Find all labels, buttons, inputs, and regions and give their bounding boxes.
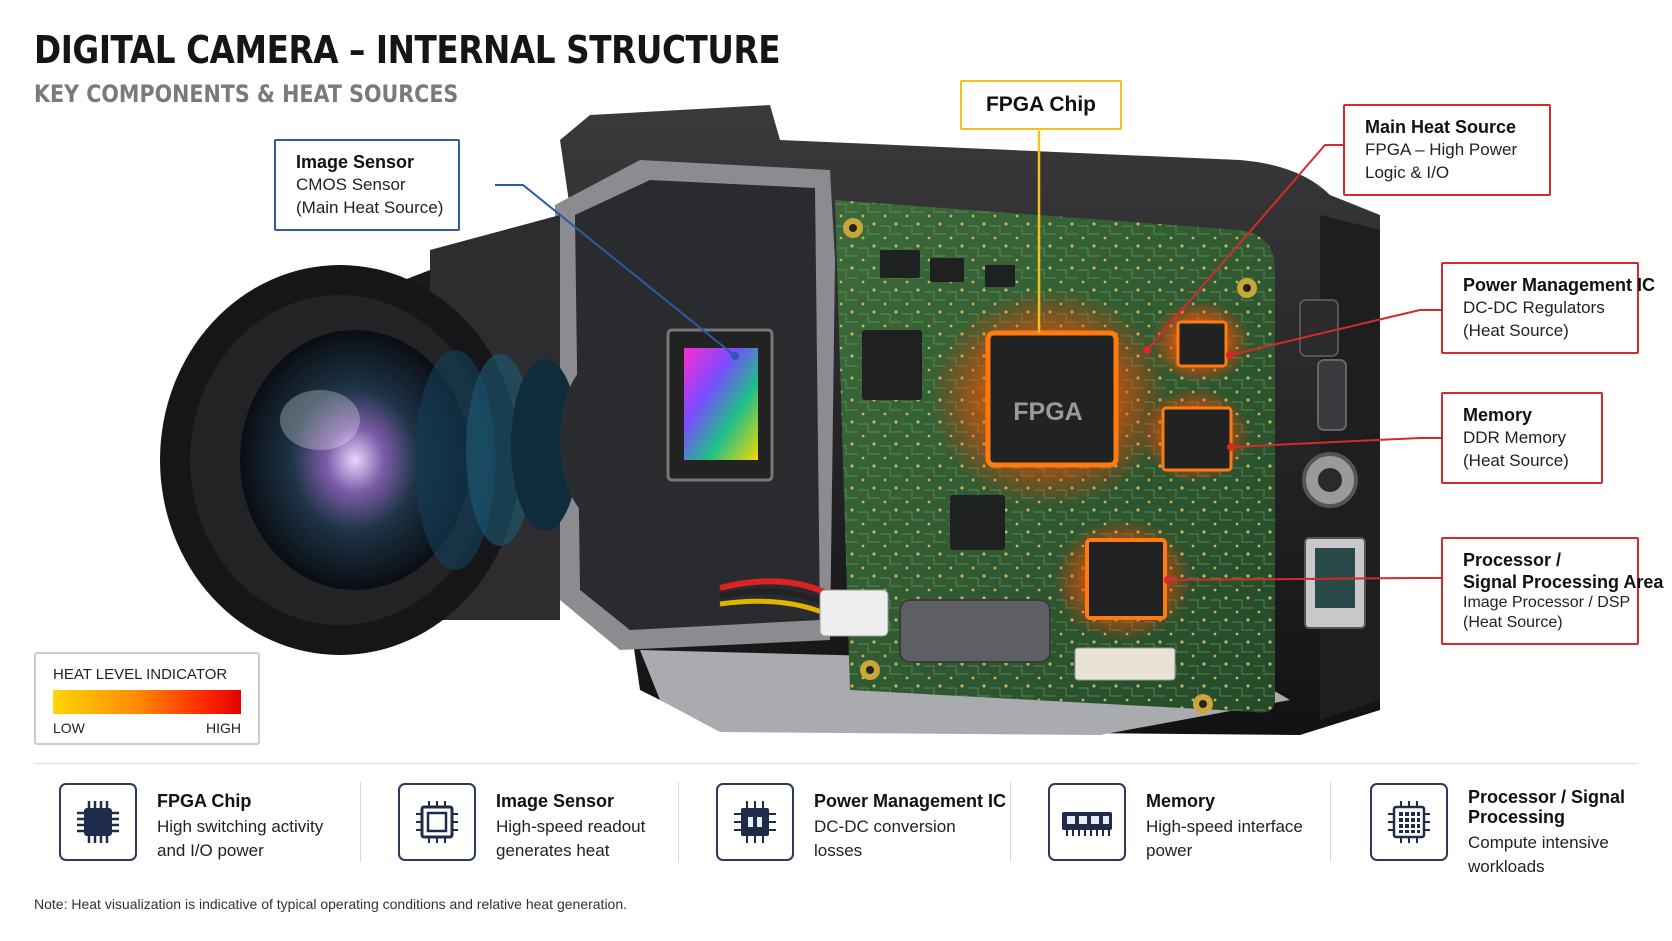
image-sensor-line2: (Main Heat Source)	[296, 198, 444, 217]
legend-sensor-line1: High-speed readout	[496, 817, 646, 836]
fpga-chip-label: FPGA	[1013, 398, 1082, 426]
section-divider	[34, 763, 1638, 764]
processor-heading-1: Processor /	[1463, 550, 1562, 570]
memory-icon	[1048, 783, 1126, 861]
legend-separator	[1330, 782, 1331, 862]
legend-memory-line1: High-speed interface	[1146, 817, 1303, 836]
image-sensor-callout: Image Sensor CMOS Sensor (Main Heat Sour…	[274, 139, 460, 231]
legend-power-title: Power Management IC	[814, 791, 1007, 811]
heat-indicator-title: HEAT LEVEL INDICATOR	[53, 666, 228, 683]
legend-fpga-line1: High switching activity	[157, 817, 324, 836]
heat-low-label: LOW	[53, 720, 85, 736]
legend-separator	[678, 782, 679, 862]
legend-processor-line2: workloads	[1468, 857, 1545, 876]
power-management-callout: Power Management IC DC-DC Regulators (He…	[1441, 262, 1656, 354]
legend-processor-title-2: Processing	[1468, 807, 1566, 827]
memory-heading: Memory	[1463, 405, 1533, 425]
heat-high-label: HIGH	[206, 720, 241, 736]
main-heat-line2: Logic & I/O	[1365, 163, 1450, 182]
legend-processor: Processor / Signal Processing Compute in…	[1370, 781, 1640, 876]
legend-memory-title: Memory	[1146, 791, 1216, 811]
memory-callout: Memory DDR Memory (Heat Source)	[1441, 392, 1603, 484]
legend-power-line2: losses	[814, 841, 863, 860]
processor-line2: (Heat Source)	[1463, 614, 1563, 631]
legend-processor-title-1: Processor / Signal	[1468, 787, 1626, 807]
legend-fpga-line2: and I/O power	[157, 841, 264, 860]
processor-heading-2: Signal Processing Area	[1463, 572, 1664, 592]
processor-icon	[1370, 783, 1448, 861]
memory-line2: (Heat Source)	[1463, 451, 1569, 470]
image-sensor-line1: CMOS Sensor	[296, 175, 406, 194]
legend-image-sensor: Image Sensor High-speed readout generate…	[398, 781, 698, 861]
power-ic-heading: Power Management IC	[1463, 275, 1656, 295]
main-heat-heading: Main Heat Source	[1365, 117, 1517, 137]
main-heat-source-callout: Main Heat Source FPGA – High Power Logic…	[1343, 104, 1551, 196]
legend-memory-line2: power	[1146, 841, 1193, 860]
image-sensor-icon	[398, 783, 476, 861]
legend-separator	[360, 782, 361, 862]
legend-separator	[1010, 782, 1011, 862]
legend-power-ic: Power Management IC DC-DC conversion los…	[716, 781, 1016, 861]
power-ic-icon	[716, 783, 794, 861]
legend-power-line1: DC-DC conversion	[814, 817, 956, 836]
legend-fpga-title: FPGA Chip	[157, 791, 252, 811]
legend-processor-line1: Compute intensive	[1468, 833, 1609, 852]
page-title: DIGITAL CAMERA – INTERNAL STRUCTURE	[34, 28, 781, 72]
footnote: Note: Heat visualization is indicative o…	[34, 896, 628, 912]
heat-level-indicator: HEAT LEVEL INDICATOR LOW HIGH	[34, 652, 260, 745]
fpga-chip-heading: FPGA Chip	[985, 93, 1097, 116]
processor-line1: Image Processor / DSP	[1463, 594, 1631, 611]
processor-callout: Processor / Signal Processing Area Image…	[1441, 537, 1664, 645]
legend-sensor-title: Image Sensor	[496, 791, 615, 811]
power-ic-line2: (Heat Source)	[1463, 321, 1569, 340]
legend-sensor-line2: generates heat	[496, 841, 610, 860]
page-subtitle: KEY COMPONENTS & HEAT SOURCES	[34, 80, 459, 108]
main-heat-line1: FPGA – High Power	[1365, 140, 1518, 159]
heat-gradient-bar	[53, 690, 241, 714]
legend-memory: Memory High-speed interface power	[1048, 781, 1348, 861]
memory-line1: DDR Memory	[1463, 428, 1566, 447]
fpga-chip-callout: FPGA Chip	[960, 80, 1122, 130]
legend-fpga: FPGA Chip High switching activity and I/…	[59, 781, 359, 861]
image-sensor-heading: Image Sensor	[296, 152, 415, 172]
power-ic-line1: DC-DC Regulators	[1463, 298, 1605, 317]
fpga-chip-icon	[59, 783, 137, 861]
